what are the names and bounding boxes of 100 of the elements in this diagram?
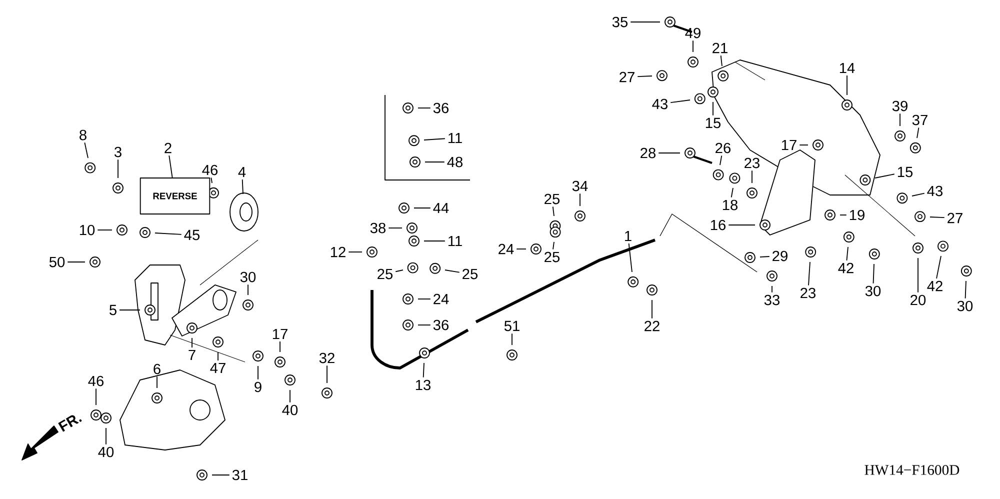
callout-number: 40 <box>282 404 298 416</box>
callout-number: 33 <box>764 294 780 306</box>
callout-number: 25 <box>544 252 560 262</box>
leader-line <box>424 240 446 242</box>
leader-line <box>418 298 431 300</box>
leader-line <box>936 256 942 279</box>
callout-number: 16 <box>710 220 726 230</box>
leader-line <box>395 270 404 272</box>
callout-number: 24 <box>498 244 514 254</box>
leader-line <box>720 55 722 66</box>
callout-number: 45 <box>184 230 200 240</box>
callout-number: 8 <box>80 130 86 140</box>
leader-line <box>670 100 690 104</box>
callout-number: 17 <box>782 140 796 150</box>
callout-number: 11 <box>448 132 462 144</box>
callout-number: 40 <box>98 446 114 458</box>
callout-number: 36 <box>433 102 448 114</box>
callout-number: 17 <box>272 328 288 340</box>
callout-number: 23 <box>800 288 816 298</box>
callout-number: 42 <box>838 262 854 274</box>
leader-line <box>846 246 848 261</box>
leader-line <box>552 206 554 216</box>
callout-number: 25 <box>462 268 478 280</box>
part-label: HW14−F1600D <box>864 465 960 475</box>
leader-line <box>210 177 212 184</box>
callout-number: 29 <box>772 250 788 262</box>
leader-line <box>930 216 945 218</box>
callout-number: 19 <box>850 210 864 220</box>
callout-number: 27 <box>620 72 634 82</box>
callout-number: 37 <box>912 114 928 126</box>
callout-number: 35 <box>612 16 628 28</box>
callout-number: 38 <box>370 222 386 234</box>
callout-number: 47 <box>210 362 226 374</box>
leader-line <box>516 248 526 250</box>
callout-number: 30 <box>240 272 256 282</box>
leader-line <box>168 155 173 178</box>
callout-number: 31 <box>232 470 248 480</box>
callout-number: 15 <box>706 118 721 128</box>
leader-line <box>156 376 158 388</box>
leader-line <box>628 243 632 272</box>
callout-number: 46 <box>88 376 104 386</box>
callout-number: 34 <box>572 180 588 192</box>
leader-line <box>872 264 874 284</box>
callout-number: 43 <box>927 186 942 196</box>
callout-number: 23 <box>744 158 760 168</box>
leader-line <box>212 474 230 476</box>
callout-number: 26 <box>716 142 730 154</box>
leader-line <box>808 262 810 286</box>
callout-number: 27 <box>948 212 962 224</box>
callout-number: 22 <box>644 320 660 332</box>
leader-line <box>444 270 460 273</box>
callout-number: 51 <box>504 320 520 332</box>
part-label: FR. <box>58 415 82 432</box>
callout-number: 3 <box>114 146 122 158</box>
callout-number: 44 <box>433 202 449 214</box>
leader-line <box>916 127 920 138</box>
callout-number: 12 <box>330 246 346 258</box>
leader-line <box>720 155 722 166</box>
leader-line <box>422 362 424 378</box>
callout-number: 1 <box>625 230 632 242</box>
callout-number: 14 <box>840 62 855 74</box>
callout-number: 21 <box>712 42 728 54</box>
leader-line <box>874 174 895 178</box>
leader-line <box>242 179 244 194</box>
callout-number: 48 <box>447 156 462 168</box>
callout-number: 24 <box>434 294 449 304</box>
callout-number: 46 <box>202 164 218 176</box>
callout-number: 25 <box>378 268 393 280</box>
leader-line <box>840 214 847 216</box>
callout-number: 50 <box>49 256 65 268</box>
leader-line <box>84 142 88 158</box>
callout-number: 15 <box>898 166 913 178</box>
callout-number: 4 <box>238 166 246 178</box>
callout-number: 10 <box>80 224 95 236</box>
leader-line <box>964 280 966 299</box>
leader-line <box>912 192 925 196</box>
callout-number: 28 <box>640 148 656 158</box>
callout-number: 11 <box>448 236 462 246</box>
callout-number: 6 <box>154 364 160 374</box>
callout-number: 43 <box>652 98 668 110</box>
callout-number: 36 <box>433 320 448 330</box>
callout-number: 32 <box>319 352 334 364</box>
callout-number: 30 <box>865 286 881 296</box>
cover-part: REVERSE <box>140 178 210 214</box>
leader-line <box>418 324 431 326</box>
leader-line <box>552 242 554 250</box>
leader-line <box>326 365 328 384</box>
callout-number: 9 <box>254 382 262 392</box>
leader-line <box>846 75 848 96</box>
callout-number: 20 <box>910 294 926 306</box>
callout-number: 39 <box>892 100 908 112</box>
callout-number: 18 <box>722 200 738 210</box>
callout-number: 25 <box>544 194 560 204</box>
leader-line <box>424 138 446 140</box>
callout-number: 5 <box>110 304 116 316</box>
leader-line <box>658 152 680 154</box>
leader-line <box>712 102 714 116</box>
leader-line <box>154 232 182 235</box>
leader-line <box>692 40 694 52</box>
callout-number: 7 <box>188 350 196 360</box>
